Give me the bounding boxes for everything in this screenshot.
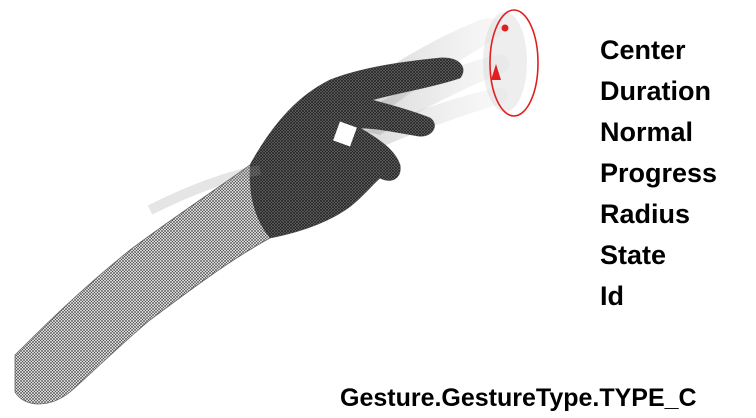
gesture-property-list: Center Duration Normal Progress Radius S… — [600, 30, 717, 317]
property-radius: Radius — [600, 194, 717, 235]
property-center: Center — [600, 30, 717, 71]
property-id: Id — [600, 276, 717, 317]
property-state: State — [600, 235, 717, 276]
property-progress: Progress — [600, 153, 717, 194]
property-normal: Normal — [600, 112, 717, 153]
property-duration: Duration — [600, 71, 717, 112]
gesture-type-caption: Gesture.GestureType.TYPE_C — [340, 384, 697, 413]
hand-mesh-icon — [15, 58, 463, 404]
pointer-dot — [502, 25, 509, 32]
